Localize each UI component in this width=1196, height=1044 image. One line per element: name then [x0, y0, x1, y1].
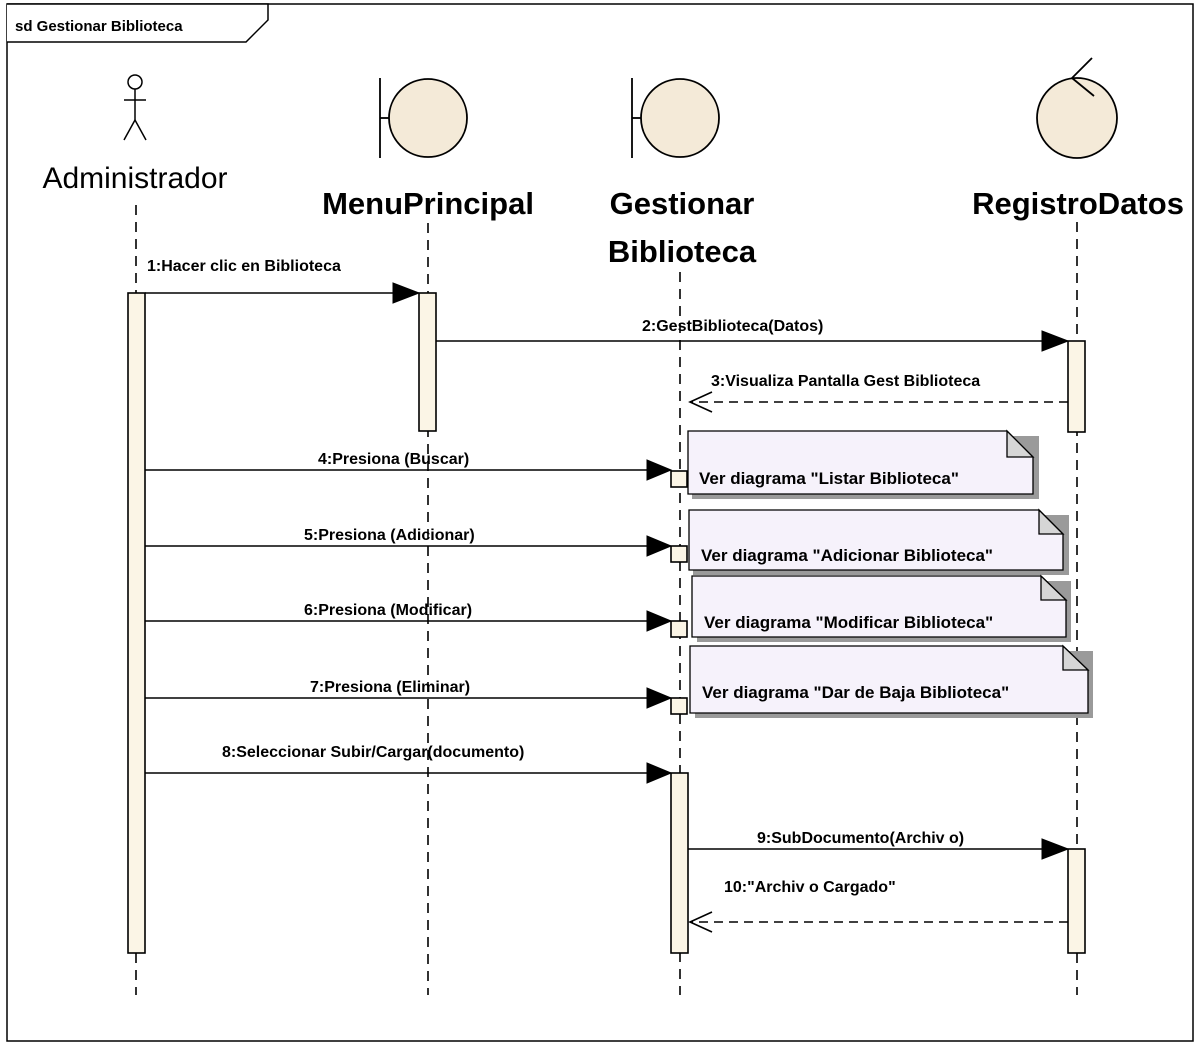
- participant-name: MenuPrincipal: [322, 186, 534, 221]
- participant-name: RegistroDatos: [972, 186, 1184, 221]
- activation-menuprincipal: [418, 292, 437, 432]
- activation-gestionar-small-2: [670, 545, 688, 563]
- message-label: 4:Presiona (Buscar): [318, 451, 469, 468]
- note-fold-icon: [1006, 429, 1035, 458]
- message-label: 7:Presiona (Eliminar): [310, 679, 470, 696]
- arrowhead-icon: [392, 282, 421, 304]
- actor-stick-figure-icon: [123, 74, 147, 141]
- actor-name: Administrador: [42, 162, 227, 195]
- note-text: Ver diagrama "Listar Biblioteca": [699, 469, 959, 488]
- activation-gestionar-small-1: [670, 470, 688, 488]
- open-arrowhead-icon: [688, 911, 713, 933]
- activation-gestionar-small-4: [670, 697, 688, 715]
- message-8: 8:Seleccionar Subir/Cargar(documento): [145, 744, 673, 784]
- message-label: 6:Presiona (Modificar): [304, 602, 472, 619]
- note-2: Ver diagrama "Adicionar Biblioteca": [688, 508, 1069, 575]
- message-label: 5:Presiona (Adicionar): [304, 527, 475, 544]
- message-3: 3:Visualiza Pantalla Gest Biblioteca: [688, 373, 1068, 413]
- arrowhead-icon: [646, 535, 673, 557]
- note-fold-icon: [1038, 508, 1065, 535]
- arrowhead-icon: [646, 762, 673, 784]
- boundary-icon: [631, 78, 720, 158]
- participant-menuprincipal: MenuPrincipal: [322, 78, 534, 221]
- note-3: Ver diagrama "Modificar Biblioteca": [691, 574, 1071, 642]
- note-text: Ver diagrama "Adicionar Biblioteca": [701, 546, 993, 565]
- activation-gestionar-biblioteca: [670, 772, 689, 954]
- message-10: 10:"Archiv o Cargado": [688, 879, 1068, 933]
- note-fold-icon: [1062, 644, 1090, 671]
- message-5: 5:Presiona (Adicionar): [145, 527, 673, 557]
- message-6: 6:Presiona (Modificar): [145, 602, 673, 632]
- note-text: Ver diagrama "Modificar Biblioteca": [704, 613, 993, 632]
- message-label: 10:"Archiv o Cargado": [724, 879, 896, 896]
- arrowhead-icon: [646, 459, 673, 481]
- arrowhead-icon: [646, 687, 673, 709]
- note-1: Ver diagrama "Listar Biblioteca": [687, 429, 1039, 499]
- diagram-frame: [6, 3, 1194, 1042]
- open-arrowhead-icon: [688, 391, 713, 413]
- activation-registrodatos-2: [1067, 848, 1086, 954]
- arrowhead-icon: [646, 610, 673, 632]
- arrowhead-icon: [1041, 838, 1070, 860]
- message-label: 9:SubDocumento(Archiv o): [757, 830, 964, 847]
- message-label: 2:GestBiblioteca(Datos): [642, 318, 823, 335]
- participant-name-line1: Gestionar: [610, 186, 755, 221]
- message-label: 8:Seleccionar Subir/Cargar(documento): [222, 744, 524, 761]
- participant-gestionar-biblioteca: Gestionar Biblioteca: [608, 78, 757, 269]
- activation-administrador: [127, 292, 146, 954]
- participant-registrodatos: RegistroDatos: [972, 57, 1184, 221]
- frame-title-tab: [7, 3, 269, 43]
- participant-name-line2: Biblioteca: [608, 234, 757, 269]
- note-fold-icon: [1040, 574, 1068, 601]
- message-1: 1:Hacer clic en Biblioteca: [145, 258, 421, 304]
- control-icon: [1036, 57, 1118, 159]
- message-7: 7:Presiona (Eliminar): [145, 679, 673, 709]
- message-4: 4:Presiona (Buscar): [145, 451, 673, 481]
- actor-administrador: Administrador: [42, 74, 228, 195]
- message-label: 1:Hacer clic en Biblioteca: [147, 258, 341, 275]
- message-label: 3:Visualiza Pantalla Gest Biblioteca: [711, 373, 980, 390]
- activation-gestionar-small-3: [670, 620, 688, 638]
- message-9: 9:SubDocumento(Archiv o): [688, 830, 1070, 860]
- activation-registrodatos-1: [1067, 340, 1086, 433]
- note-4: Ver diagrama "Dar de Baja Biblioteca": [689, 644, 1093, 718]
- arrowhead-icon: [1041, 330, 1070, 352]
- note-text: Ver diagrama "Dar de Baja Biblioteca": [702, 683, 1009, 702]
- frame-title: sd Gestionar Biblioteca: [15, 18, 183, 35]
- message-2: 2:GestBiblioteca(Datos): [436, 318, 1070, 352]
- boundary-icon: [379, 78, 468, 158]
